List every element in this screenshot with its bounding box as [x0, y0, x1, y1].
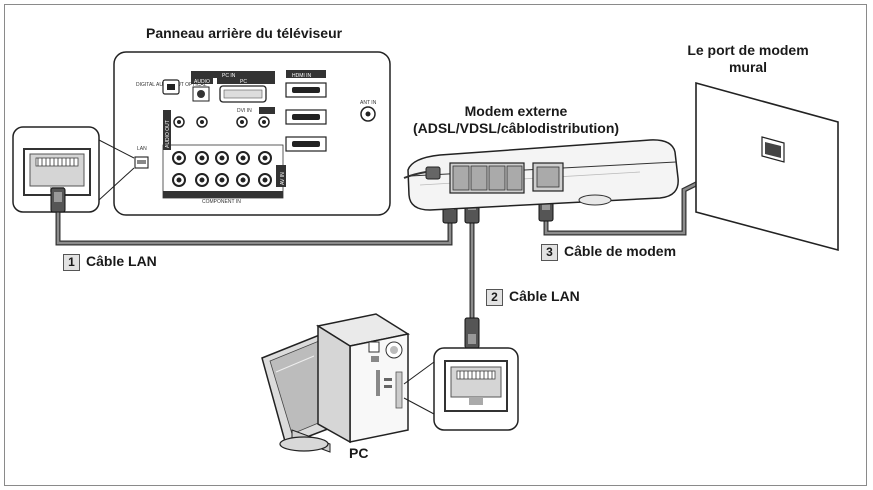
audio-jack [197, 90, 205, 98]
modem-title-line2: (ADSL/VDSL/câblodistribution) [412, 120, 620, 136]
modem-title: Modem externe (ADSL/VDSL/câblodistributi… [398, 103, 634, 137]
av-component-jacks: AV IN COMPONENT IN [162, 144, 286, 205]
audio-label: AUDIO [194, 79, 210, 85]
tv-panel-title: Panneau arrière du téléviseur [146, 25, 343, 41]
tv-lan-zoom [12, 126, 135, 213]
dvi-in-label: DVI IN [237, 108, 252, 114]
cable-2-label: 2 Câble LAN [486, 288, 580, 306]
cable-3-text: Câble de modem [564, 243, 677, 259]
wall [695, 81, 839, 252]
cable-2-number: 2 [486, 288, 503, 306]
cable-2-text: Câble LAN [509, 288, 580, 304]
component-in-label: COMPONENT IN [202, 199, 241, 205]
cable-3-number: 3 [541, 243, 558, 261]
cable-3-label: 3 Câble de modem [541, 243, 676, 261]
wall-port-title-line1: Le port de modem [687, 42, 809, 58]
cable-1-label: 1 Câble LAN [63, 253, 157, 271]
ant-in-label: ANT IN [360, 100, 377, 106]
audio-out-bar [163, 110, 171, 150]
pc-in-label: PC IN [222, 73, 236, 79]
modem-title-line1: Modem externe [464, 103, 568, 119]
hdmi-in-label: HDMI IN [292, 73, 312, 79]
cables [55, 173, 715, 327]
cable-1-text: Câble LAN [86, 253, 157, 269]
external-modem [403, 139, 679, 211]
lan-label: LAN [137, 146, 147, 152]
wall-port-title: Le port de modem mural [660, 42, 836, 76]
pc [261, 313, 410, 453]
cable-1-number: 1 [63, 253, 80, 271]
pc-lan-zoom [403, 347, 519, 431]
pc-label: PC [349, 445, 369, 461]
av-in-label: AV IN [280, 172, 286, 185]
diagram-frame [4, 4, 867, 486]
pc-label: PC [240, 79, 247, 85]
wall-port-title-line2: mural [728, 59, 768, 75]
audio-out-label: AUDIO OUT [165, 120, 171, 148]
hdmi-ports [285, 82, 327, 152]
tv-back-panel: DIGITAL AUDIO OUT OPTICAL PC IN AUDIO PC… [113, 51, 391, 216]
